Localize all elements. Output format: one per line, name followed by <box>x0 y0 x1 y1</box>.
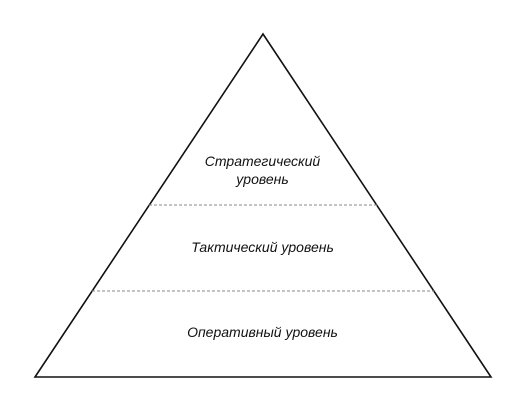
level-operational-label: Оперативный уровень <box>187 324 338 340</box>
level-strategic-line1: Стратегический <box>204 153 321 169</box>
level-strategic-label: Стратегический уровень <box>0 152 525 188</box>
level-tactical-label: Тактический уровень <box>191 239 334 255</box>
level-strategic-line2: уровень <box>236 171 289 187</box>
